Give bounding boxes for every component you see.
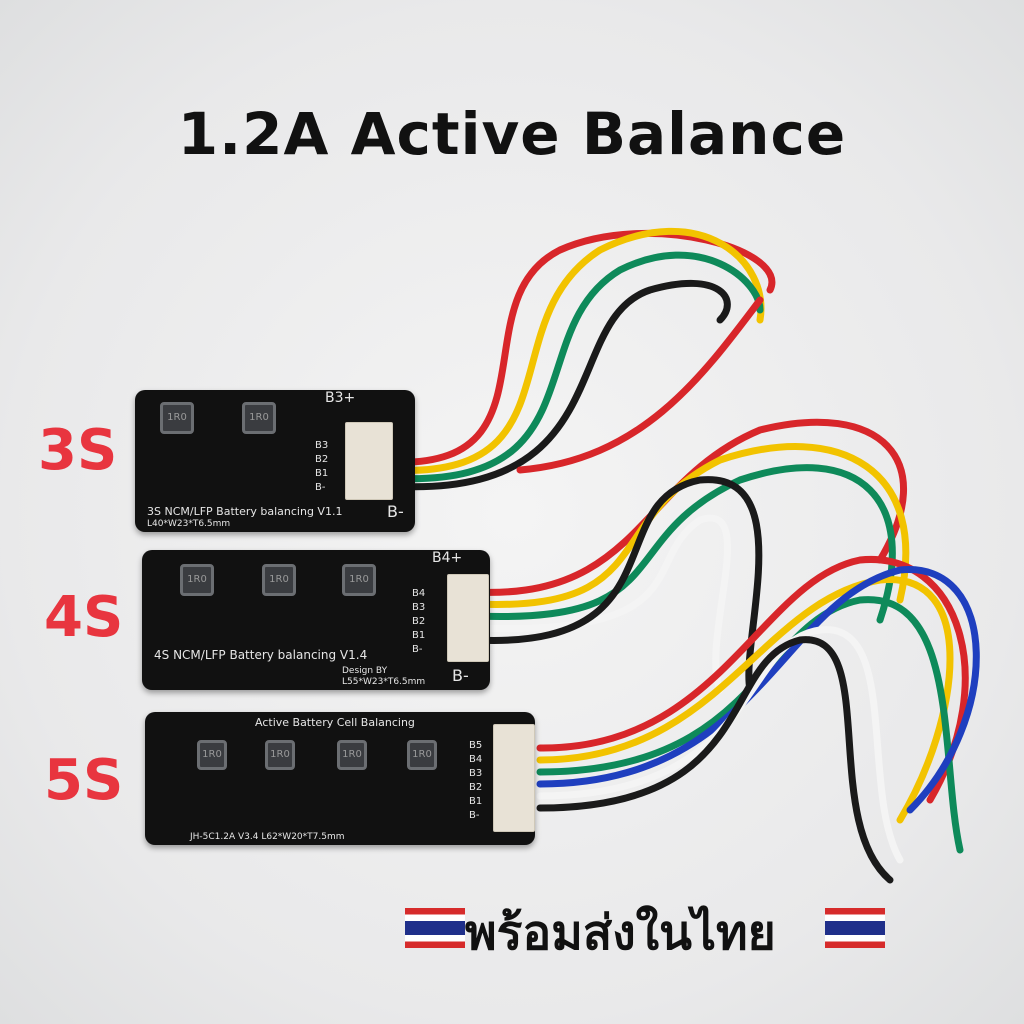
pcb-5s: Active Battery Cell Balancing 1R0 1R0 1R… xyxy=(145,712,535,845)
footer-text: พร้อมส่งในไทย xyxy=(465,905,776,961)
silk-bottom: B- xyxy=(387,502,404,521)
pin-label: B2 xyxy=(412,616,426,627)
wire-red xyxy=(386,229,776,466)
pin-label: B- xyxy=(412,644,423,655)
pin-label: B4 xyxy=(412,588,426,599)
wire-blue xyxy=(536,566,980,814)
silk-bottom: B- xyxy=(452,666,469,685)
inductor: 1R0 xyxy=(342,564,376,596)
wire-yellow xyxy=(386,228,765,474)
pin-label: B1 xyxy=(469,796,483,807)
board-label-3s: 3S xyxy=(38,418,118,483)
headline: 1.2A Active Balance xyxy=(177,100,847,168)
board-label-4s: 4S xyxy=(44,585,124,650)
pin-label: B1 xyxy=(315,468,329,479)
pcb-4s: 1R0 1R0 1R0 B4+ B4 B3 B2 B1 B- 4S NCM/LF… xyxy=(142,550,490,690)
inductor: 1R0 xyxy=(180,564,214,596)
wire-red xyxy=(471,418,908,596)
pin-label: B3 xyxy=(469,768,483,779)
inductor: 1R0 xyxy=(407,740,437,770)
wire-white xyxy=(536,626,904,864)
silk-model: 3S NCM/LFP Battery balancing V1.1 xyxy=(147,505,343,518)
silk-top: B4+ xyxy=(432,550,463,566)
wire-green xyxy=(536,596,964,854)
inductor: 1R0 xyxy=(262,564,296,596)
inductor: 1R0 xyxy=(265,740,295,770)
pin-label: B4 xyxy=(469,754,483,765)
jst-connector xyxy=(447,574,489,662)
wire-green xyxy=(386,251,764,483)
pin-label: B2 xyxy=(315,454,329,465)
board-label-5s: 5S xyxy=(44,748,124,813)
pin-label: B- xyxy=(469,810,480,821)
silk-dims: L40*W23*T6.5mm xyxy=(147,519,231,529)
inductor: 1R0 xyxy=(242,402,276,434)
pin-label: B3 xyxy=(412,602,426,613)
silk-design: Design BY xyxy=(342,666,388,676)
pin-label: B3 xyxy=(315,440,329,451)
inductor: 1R0 xyxy=(160,402,194,434)
inductor: 1R0 xyxy=(337,740,367,770)
inductor: 1R0 xyxy=(197,740,227,770)
pin-label: B- xyxy=(315,482,326,493)
pin-label: B1 xyxy=(412,630,426,641)
thai-flag-icon xyxy=(405,908,465,948)
pcb-3s: 1R0 1R0 B3+ B3 B2 B1 B- 3S NCM/LFP Batte… xyxy=(135,390,415,532)
silk-top: B3+ xyxy=(325,390,356,406)
silk-dims: L55*W23*T6.5mm xyxy=(342,677,426,687)
wire-black xyxy=(536,636,894,884)
wire-black xyxy=(386,279,731,491)
wire-black xyxy=(471,476,763,694)
wire-white xyxy=(471,514,731,694)
silk-model: 4S NCM/LFP Battery balancing V1.4 xyxy=(154,648,368,662)
jst-connector xyxy=(345,422,393,500)
pin-label: B5 xyxy=(469,740,483,751)
pin-label: B2 xyxy=(469,782,483,793)
jst-connector xyxy=(493,724,535,832)
wire-red xyxy=(516,296,764,474)
thai-flag-icon xyxy=(825,908,885,948)
silk-dims: JH-5C1.2A V3.4 L62*W20*T7.5mm xyxy=(190,832,345,842)
wire-yellow xyxy=(471,443,910,608)
silk-title: Active Battery Cell Balancing xyxy=(255,716,415,729)
wire-red xyxy=(536,556,969,804)
